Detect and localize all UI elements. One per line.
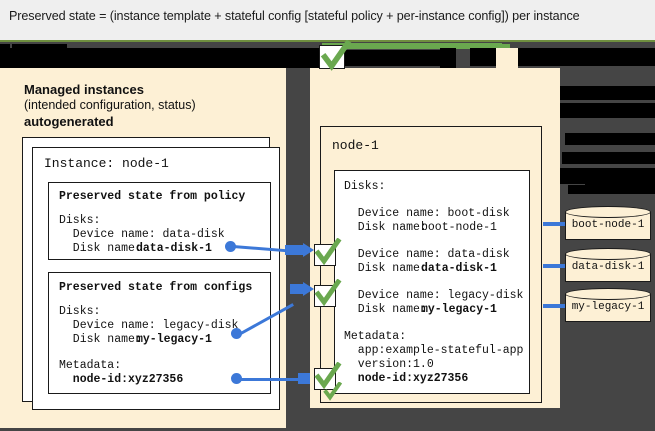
status-check-legacy-disk [314,285,336,307]
redaction-bar [12,44,67,49]
redaction-bar [585,182,655,187]
node-metadata-version: version:1.0 [344,358,434,371]
redaction-bar [560,168,655,184]
configs-metadata-value: node-id:xyz27356 [59,373,184,386]
redaction-bar [523,54,579,59]
managed-instances-subtitle: (intended configuration, status) [24,98,196,112]
redaction-bar [568,185,655,194]
node-device-legacy: Device name: legacy-disk [344,289,524,302]
disk-connector-legacy [543,304,571,308]
node-disk-label-boot: Disk name: [344,221,434,234]
node-disk-label-data: Disk name: [344,262,434,275]
node-disks-header: Disks: [344,180,386,193]
redaction-bar [345,50,443,66]
green-rule-top [322,43,502,49]
policy-disk-name-label: Disk name: [59,242,149,255]
node-metadata-app: app:example-stateful-app [344,344,524,357]
page-title: Preserved state = (instance template + s… [9,9,580,23]
configs-disk-name-value: my-legacy-1 [136,333,212,346]
connector-arrowhead [303,282,314,296]
disk-cylinder-data: data-disk-1 [565,248,651,282]
policy-disks-header: Disks: [59,214,101,227]
redaction-bar [0,44,10,50]
node-metadata-header: Metadata: [344,330,407,343]
node-device-boot: Device name: boot-disk [344,207,510,220]
connector-stub [290,284,305,294]
node-disk-value-boot: boot-node-1 [421,221,497,234]
header-banner: Preserved state = (instance template + s… [0,0,655,42]
node-metadata-nodeid: node-id:xyz27356 [344,372,469,385]
cylinder-top [565,206,651,218]
disk-cylinder-boot: boot-node-1 [565,206,651,240]
connector-dot [225,241,236,252]
cylinder-top [565,288,651,300]
managed-instances-tag: autogenerated [24,114,114,129]
node-label: node-1 [332,138,379,153]
status-check-data-disk [314,244,336,266]
managed-instances-title: Managed instances [24,82,144,97]
policy-disk-name-value: data-disk-1 [136,242,212,255]
instance-label: Instance: node-1 [44,156,169,171]
configs-metadata-header: Metadata: [59,359,122,372]
green-rule-top-2 [496,44,510,49]
node-device-data: Device name: data-disk [344,248,510,261]
connector-stub [285,245,305,255]
disk-connector-boot [543,222,571,226]
redaction-bar [562,152,655,164]
connector-stub [298,373,310,384]
disk-label: boot-node-1 [571,219,645,231]
node-disk-value-legacy: my-legacy-1 [421,303,497,316]
node-disk-value-data: data-disk-1 [421,262,497,275]
disk-connector-data [543,264,571,268]
configs-box-title: Preserved state from configs [59,281,253,294]
cream-chip [496,48,518,68]
node-detail-box [334,170,530,394]
status-check-metadata [314,368,336,390]
disk-cylinder-legacy: my-legacy-1 [565,288,651,322]
configs-disk-name-label: Disk name: [59,333,149,346]
policy-box-title: Preserved state from policy [59,190,246,203]
status-check-top [319,45,345,69]
connector-dot [231,328,242,339]
configs-disks-header: Disks: [59,305,101,318]
connector-arrowhead [303,243,314,257]
redaction-bar [0,48,320,68]
cylinder-top [565,248,651,260]
redaction-bar [565,133,655,145]
connector-dot [231,373,242,384]
disk-label: my-legacy-1 [571,301,645,313]
configs-device-name: Device name: legacy-disk [59,319,239,332]
connector-line [239,378,301,381]
disk-label: data-disk-1 [571,261,645,273]
redaction-bar [440,48,456,68]
policy-device-name: Device name: data-disk [59,228,225,241]
node-disk-label-legacy: Disk name: [344,303,434,316]
